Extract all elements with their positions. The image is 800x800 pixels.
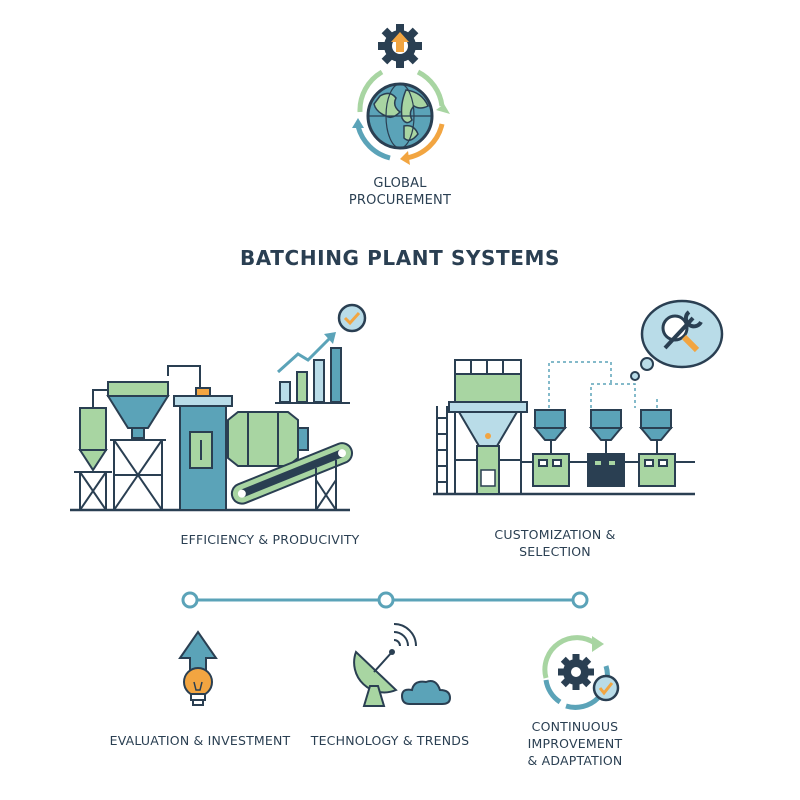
evaluation-step <box>170 628 226 712</box>
timeline-node <box>571 591 589 609</box>
timeline-node <box>377 591 395 609</box>
improvement-step <box>536 632 626 712</box>
global-procurement-hub <box>330 20 470 170</box>
page-title: BATCHING PLANT SYSTEMS <box>239 246 561 270</box>
technology-step <box>340 623 460 714</box>
evaluation-label: EVALUATION & INVESTMENT <box>109 733 291 748</box>
satellite-dish-cloud-icon <box>353 623 452 707</box>
global-procurement-label: GLOBAL PROCUREMENT <box>348 176 452 208</box>
gear-icon <box>558 654 594 690</box>
customization-illustration <box>425 296 735 506</box>
gear-cycle-check-icon <box>542 635 620 710</box>
improvement-label: CONTINUOUS IMPROVEMENT & ADAPTATION <box>527 719 623 768</box>
technology-label: TECHNOLOGY & TRENDS <box>310 733 470 748</box>
lightbulb-arrow-up-icon <box>178 630 218 706</box>
customization-label: CUSTOMIZATION & SELECTION <box>494 527 616 559</box>
modular-hoppers-wrench-icon <box>433 299 724 496</box>
batching-plant-growth-chart-icon <box>70 303 367 512</box>
globe-gear-cycle-icon <box>352 24 450 165</box>
gear-icon <box>378 24 422 68</box>
timeline-node <box>181 591 199 609</box>
efficiency-label: EFFICIENCY & PRODUCIVITY <box>180 532 360 547</box>
timeline <box>180 590 590 610</box>
efficiency-illustration <box>70 300 370 515</box>
